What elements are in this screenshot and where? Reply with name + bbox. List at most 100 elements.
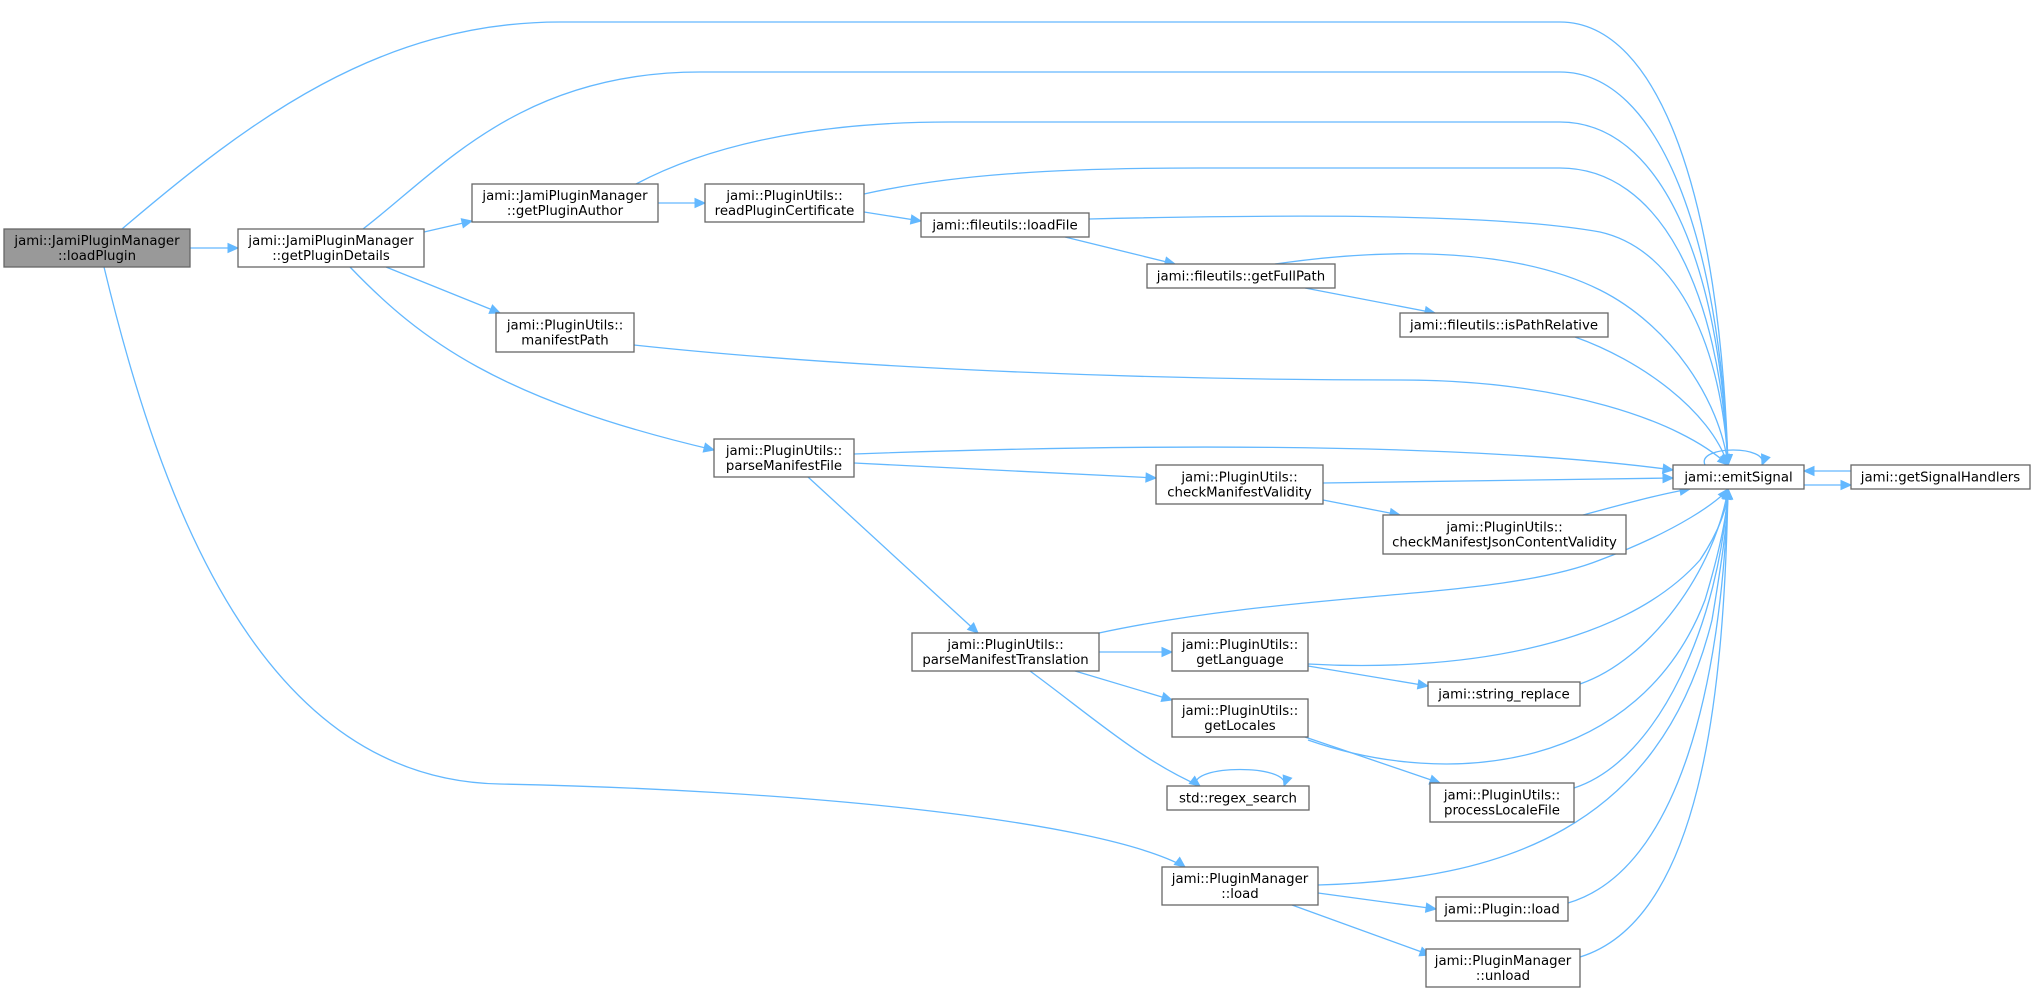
node-emitSignal[interactable]: jami::emitSignal [1672,464,1805,490]
node-PluginManager_unload[interactable]: jami::PluginManager::unload [1425,948,1581,988]
node-manifestPath[interactable]: jami::PluginUtils::manifestPath [495,312,635,353]
node-box[interactable] [1382,514,1627,555]
node-readPluginCertificate[interactable]: jami::PluginUtils::readPluginCertificate [704,183,865,223]
node-box[interactable] [1146,263,1336,289]
edge-line [1579,488,1729,958]
node-box[interactable] [1166,785,1310,811]
node-string_replace[interactable]: jami::string_replace [1427,681,1581,707]
edge-line [863,167,1729,466]
node-Plugin_load[interactable]: jami::Plugin::load [1435,896,1569,922]
node-box[interactable] [1171,632,1309,672]
node-regex_search[interactable]: std::regex_search [1166,785,1310,811]
node-getLocales[interactable]: jami::PluginUtils::getLocales [1171,698,1309,738]
node-getFullPath[interactable]: jami::fileutils::getFullPath [1146,263,1336,289]
edge-line [635,121,1729,466]
edge-parseManifestFile-to-parseManifestTranslation [807,476,979,634]
node-box[interactable] [1429,782,1575,823]
edge-line [1322,499,1401,516]
node-processLocaleFile[interactable]: jami::PluginUtils::processLocaleFile [1429,782,1575,823]
edge-getPluginDetails-to-parseManifestFile [349,266,716,453]
node-label: jami::emitSignal [1683,471,1792,486]
edge-regex_search-to-regex_search [1195,768,1293,788]
node-box[interactable] [1161,866,1319,906]
node-box[interactable] [920,212,1090,238]
edge-arrowhead [1188,775,1201,787]
edge-getLocales-to-processLocaleFile [1304,736,1442,785]
edge-getPluginAuthor-to-emitSignal [635,121,1733,467]
node-getPluginAuthor[interactable]: jami::JamiPluginManager::getPluginAuthor [471,183,659,223]
edge-arrowhead [702,442,716,453]
node-label: ::unload [1476,969,1530,984]
edge-line [385,266,501,314]
edge-arrowhead [1662,472,1675,484]
edge-line [121,21,1729,466]
node-label: jami::PluginUtils:: [506,319,623,334]
node-box[interactable] [704,183,865,223]
node-PluginManager_load[interactable]: jami::PluginManager::load [1161,866,1319,906]
edge-getSignalHandlers-to-emitSignal [1802,465,1851,477]
node-label: jami::PluginUtils:: [1181,638,1298,653]
edge-line [1088,215,1729,466]
edge-parseManifestTranslation-to-regex_search [1029,670,1201,787]
edge-line [807,476,979,634]
node-box[interactable] [1672,464,1805,490]
node-label: jami::JamiPluginManager [247,234,414,249]
node-box[interactable] [911,632,1100,672]
edge-getFullPath-to-emitSignal [1274,253,1732,467]
node-label: jami::fileutils::isPathRelative [1409,319,1598,334]
node-box[interactable] [1399,312,1609,338]
node-box[interactable] [237,228,425,268]
node-box[interactable] [1427,681,1581,707]
node-box[interactable] [3,228,191,268]
node-getPluginDetails[interactable]: jami::JamiPluginManager::getPluginDetail… [237,228,425,268]
node-isPathRelative[interactable]: jami::fileutils::isPathRelative [1399,312,1609,338]
edge-arrowhead [966,622,979,634]
edge-checkManifestJsonContentValidity-to-emitSignal [1582,485,1692,516]
edge-arrowhead [1161,646,1174,658]
edge-arrowhead [1722,487,1734,500]
edge-line [1567,488,1729,904]
edge-getPluginDetails-to-manifestPath [385,266,502,314]
node-label: processLocaleFile [1444,804,1560,819]
node-label: jami::PluginUtils:: [1180,471,1297,486]
edge-getPluginAuthor-to-readPluginCertificate [658,197,707,209]
node-label: jami::fileutils::getFullPath [1156,270,1325,285]
node-box[interactable] [713,438,855,478]
edge-line [1304,287,1436,314]
node-label: ::getPluginAuthor [507,204,624,219]
node-getSignalHandlers[interactable]: jami::getSignalHandlers [1850,464,2031,490]
edge-parseManifestFile-to-emitSignal [853,446,1675,474]
node-getLanguage[interactable]: jami::PluginUtils::getLanguage [1171,632,1309,672]
edge-line [1195,768,1285,787]
node-label: jami::string_replace [1437,688,1569,703]
edge-parseManifestTranslation-to-getLocales [1074,670,1174,703]
node-box[interactable] [1155,464,1324,505]
edge-isPathRelative-to-emitSignal [1574,336,1730,467]
edge-PluginManager_unload-to-emitSignal [1579,487,1734,958]
node-checkManifestValidity[interactable]: jami::PluginUtils::checkManifestValidity [1155,464,1324,505]
node-box[interactable] [1171,698,1309,738]
node-parseManifestTranslation[interactable]: jami::PluginUtils::parseManifestTranslat… [911,632,1100,672]
edge-arrowhead [1173,856,1186,868]
node-checkManifestJsonContentValidity[interactable]: jami::PluginUtils::checkManifestJsonCont… [1382,514,1627,555]
node-label: checkManifestJsonContentValidity [1392,536,1617,551]
node-loadFile[interactable]: jami::fileutils::loadFile [920,212,1090,238]
node-box[interactable] [1435,896,1569,922]
edge-line [1307,665,1429,687]
edge-checkManifestValidity-to-emitSignal [1322,472,1675,484]
edge-arrowhead [694,197,707,209]
node-label: jami::PluginUtils:: [725,189,842,204]
node-box[interactable] [1425,948,1581,988]
edge-arrowhead [909,214,923,225]
edge-arrowhead [460,218,474,229]
edge-line [633,344,1729,466]
node-loadPlugin[interactable]: jami::JamiPluginManager::loadPlugin [3,228,191,268]
node-parseManifestFile[interactable]: jami::PluginUtils::parseManifestFile [713,438,855,478]
node-box[interactable] [1850,464,2031,490]
node-box[interactable] [471,183,659,223]
node-box[interactable] [495,312,635,353]
edge-arrowhead [1160,691,1174,703]
function-nodes: jami::JamiPluginManager::loadPluginjami:… [3,183,2031,988]
edge-line [1317,892,1437,910]
edge-arrowhead [1802,465,1815,477]
